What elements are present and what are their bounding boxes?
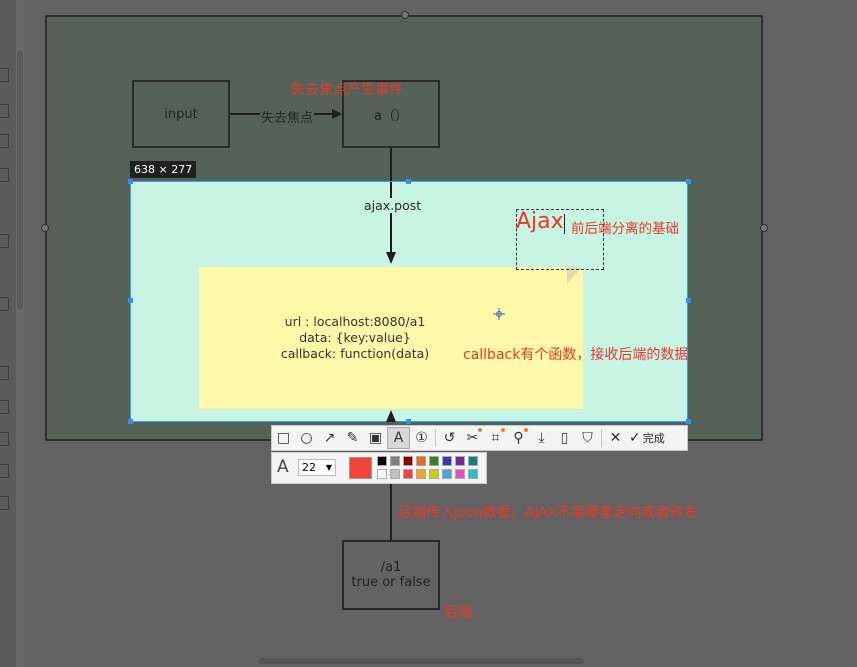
ocr-icon[interactable]: ⌗ [484,427,507,449]
note-fold-corner [567,267,583,283]
note-line-url: url : localhost:8080/a1 [284,314,426,329]
ajax-title: Ajax [516,209,564,234]
input-box-label: input [164,106,198,122]
note-line-callback: callback: function(data) [280,346,430,361]
color-swatch[interactable] [468,469,478,479]
color-swatch[interactable] [390,456,400,466]
scrollbar-thumb[interactable] [17,50,23,310]
color-swatch[interactable] [442,469,452,479]
mosaic-icon[interactable]: ▣ [368,430,383,446]
toolbar-tick[interactable] [0,496,9,510]
undo-icon[interactable]: ↺ [443,430,456,446]
ellipse-icon[interactable]: ○ [300,430,313,446]
arrow-icon[interactable]: ↗ [323,430,336,446]
screenshot-toolbar: □ ○ ↗ ✎ ▣ A ① ↺ ✂ ⌗ ⚲ ⤓ ▯ ⛉ ✕ ✓ 完成 [271,425,688,451]
color-swatch[interactable] [455,456,465,466]
color-swatch[interactable] [429,469,439,479]
toolbar-tick[interactable] [0,366,9,380]
color-swatch[interactable] [403,456,413,466]
a-box-label: a（） [374,108,408,124]
phone-icon[interactable]: ▯ [560,430,569,446]
download-icon[interactable]: ⤓ [538,430,545,446]
blur-label: 失去焦点 [260,107,315,126]
toolbar-separator [435,429,436,447]
toolbar-separator [601,429,602,447]
color-swatch[interactable] [377,469,387,479]
selection-handle[interactable] [406,419,411,424]
color-swatch[interactable] [416,469,426,479]
input-box[interactable]: input [132,80,230,148]
selection-handle[interactable] [128,179,133,184]
selection-handle[interactable] [128,298,133,303]
frame-handle[interactable] [401,11,409,19]
font-size-value: 22 [302,461,316,474]
crosshair-cursor-icon [493,305,505,320]
selection-size-badge: 638 × 277 [130,161,197,178]
close-icon[interactable]: ✕ [609,430,622,446]
frame-handle[interactable] [41,224,49,232]
done-button[interactable]: ✓ 完成 [629,430,665,446]
toolbar-tick[interactable] [0,104,9,118]
a-function-box[interactable]: a（） [342,80,440,148]
toolbar-tick[interactable] [0,464,9,478]
pin-icon[interactable]: ⚲ [507,427,530,449]
toolbar-tick[interactable] [0,400,9,414]
toolbar-tick[interactable] [0,297,9,311]
font-size-select[interactable]: 22 ▼ [298,459,336,476]
toolbar-tick[interactable] [0,134,9,148]
checkmark-icon: ✓ [629,430,641,446]
selection-handle[interactable] [686,419,691,424]
sticky-note[interactable] [199,267,583,409]
rectangle-icon[interactable]: □ [276,430,291,446]
done-label: 完成 [642,432,665,445]
a1-path: /a1 [380,560,402,575]
color-swatch[interactable] [403,469,413,479]
bookmark-icon[interactable]: ⛉ [582,430,593,446]
selected-color-swatch[interactable] [349,457,372,479]
selection-handle[interactable] [406,179,411,184]
pencil-icon[interactable]: ✎ [346,430,359,446]
selection-handle[interactable] [686,179,691,184]
text-icon[interactable]: A [387,427,410,449]
font-size-icon: A [277,457,289,477]
note-text: url : localhost:8080/a1 data: {key:value… [199,314,511,362]
color-swatch[interactable] [455,469,465,479]
color-palette [377,456,487,482]
ajax-post-label: ajax.post [362,198,424,213]
selection-handle[interactable] [686,298,691,303]
text-cursor [564,214,565,234]
selection-handle[interactable] [128,419,133,424]
horizontal-scrollbar[interactable] [258,658,584,664]
a1-box[interactable]: /a1 true or false [342,540,440,610]
color-swatch[interactable] [416,456,426,466]
text-options-bar: A 22 ▼ [271,452,487,484]
crop-icon[interactable]: ✂ [461,427,484,449]
note-line-data: data: {key:value} [299,330,411,345]
number-marker-icon[interactable]: ① [415,430,428,446]
event-note: 失去焦点产生事件 [291,82,403,98]
color-swatch[interactable] [429,456,439,466]
a1-result: true or false [351,575,431,590]
color-swatch[interactable] [377,456,387,466]
color-swatch[interactable] [442,456,452,466]
toolbar-tick[interactable] [0,432,9,446]
color-swatch[interactable] [468,456,478,466]
ajax-caption: 前后端分离的基础 [571,221,679,237]
toolbar-tick[interactable] [0,68,9,82]
backend-caption: 后端传入json数据，AJAX不需要重定向或者转发 [398,505,698,521]
vertical-scrollbar[interactable] [16,0,24,667]
backend-label: 后端 [444,605,472,621]
color-swatch[interactable] [390,469,400,479]
toolbar-tick[interactable] [0,234,9,248]
chevron-down-icon: ▼ [325,463,332,472]
toolbar-tick[interactable] [0,168,9,182]
callback-caption: callback有个函数，接收后端的数据 [463,347,689,363]
frame-handle[interactable] [760,224,768,232]
text-annotation-box[interactable] [516,209,604,270]
